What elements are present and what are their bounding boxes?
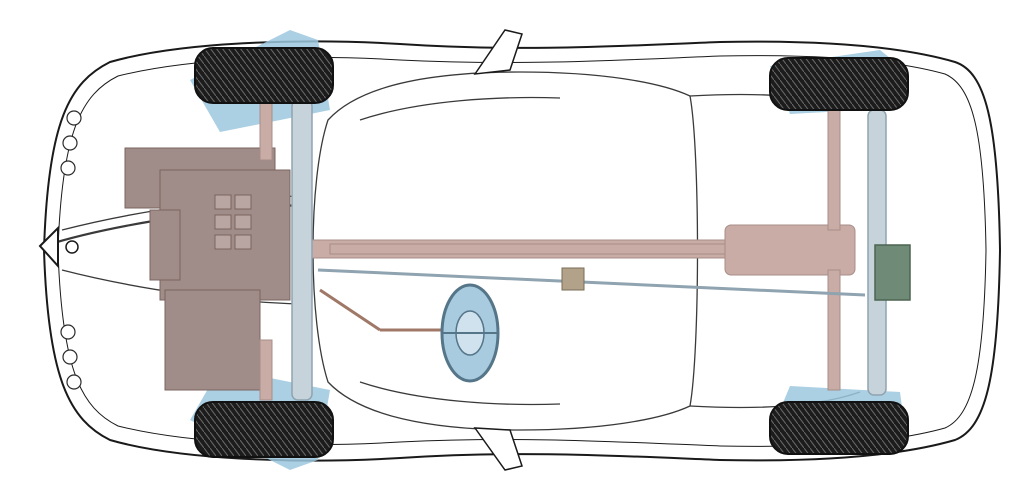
engine-cylinders bbox=[214, 194, 252, 250]
headlight-r1 bbox=[66, 374, 82, 390]
body-inner-outline bbox=[57, 55, 987, 447]
headlight-r3 bbox=[60, 324, 76, 340]
tire-front-right bbox=[194, 401, 334, 458]
headlight-l1 bbox=[66, 110, 82, 126]
front-axle-right bbox=[259, 339, 273, 401]
rear-steering-actuator bbox=[874, 244, 911, 301]
rear-differential bbox=[724, 224, 856, 276]
tire-rear-left bbox=[769, 57, 909, 111]
front-grille bbox=[38, 225, 79, 269]
center-mount-bracket bbox=[561, 267, 585, 291]
body-outline bbox=[42, 40, 1002, 462]
front-steering-rack bbox=[291, 99, 313, 401]
car-body bbox=[42, 40, 1002, 462]
roof-line bbox=[359, 96, 561, 406]
rear-axle-right bbox=[827, 269, 841, 391]
engine-block-lower bbox=[164, 289, 261, 391]
rear-axle-left bbox=[827, 109, 841, 231]
steering-column bbox=[319, 288, 381, 332]
drive-shaft bbox=[329, 243, 731, 255]
tire-front-left bbox=[194, 47, 334, 104]
mirror-top bbox=[473, 29, 523, 75]
headlight-l3 bbox=[60, 160, 76, 176]
headlights bbox=[60, 110, 82, 390]
brand-badge bbox=[65, 240, 79, 254]
engine bbox=[124, 147, 291, 391]
cylinder bbox=[214, 234, 232, 250]
cylinder bbox=[214, 194, 232, 210]
engine-sump bbox=[149, 209, 181, 281]
cylinder bbox=[234, 194, 252, 210]
tire-rear-right bbox=[769, 401, 909, 455]
tires bbox=[194, 47, 909, 458]
drivetrain bbox=[259, 99, 856, 401]
side-mirrors bbox=[473, 29, 523, 471]
cylinder bbox=[214, 214, 232, 230]
mirror-bottom bbox=[473, 427, 523, 471]
cylinder bbox=[234, 234, 252, 250]
headlight-l2 bbox=[62, 135, 78, 151]
grille-shield bbox=[38, 225, 59, 269]
front-axle-left bbox=[259, 99, 273, 161]
headlight-r2 bbox=[62, 349, 78, 365]
steering-system bbox=[291, 99, 911, 401]
cylinder bbox=[234, 214, 252, 230]
steering-wheel bbox=[440, 283, 500, 383]
steering-link-rod bbox=[317, 268, 866, 297]
